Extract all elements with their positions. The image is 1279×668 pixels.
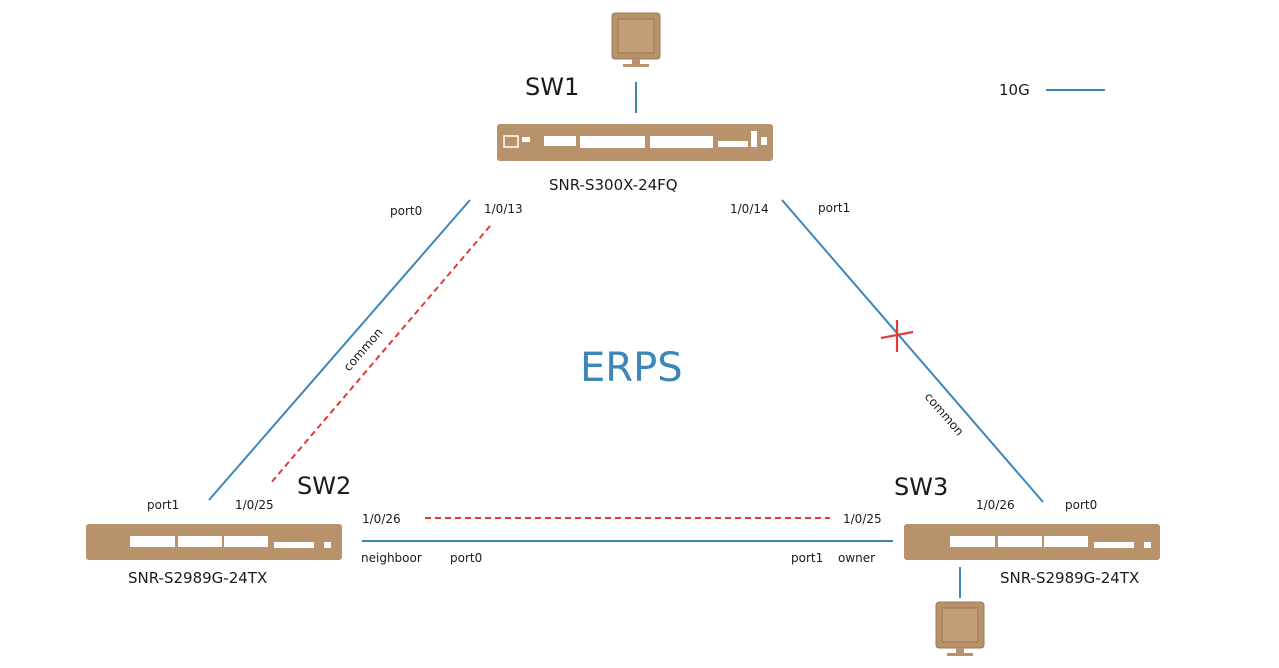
switch-ports	[950, 536, 1151, 548]
switch-name: SW3	[894, 473, 948, 501]
blocked-port-x-icon	[880, 320, 914, 352]
sw2-port-role-label: port1	[147, 498, 179, 512]
switch-ports	[130, 536, 331, 548]
legend: 10G	[999, 81, 1105, 99]
sw2-ring-port-label: port0	[450, 551, 482, 565]
link-sw1-sw2	[208, 199, 471, 501]
switch-model: SNR-S2989G-24TX	[128, 569, 267, 587]
pc-monitor-icon	[611, 12, 661, 67]
pc-monitor-icon	[935, 601, 985, 656]
legend-label: 10G	[999, 81, 1030, 99]
sw2-ring-role-label: neighboor	[361, 551, 422, 565]
blocked-path-sw1-sw2	[269, 225, 491, 485]
sw1-port-number-label: 1/0/14	[730, 202, 769, 216]
sw2-port-number-label: 1/0/26	[362, 512, 401, 526]
switch-sw3: SW3 SNR-S2989G-24TX	[894, 473, 1160, 587]
link-type-label: common	[341, 325, 386, 374]
switch-model: SNR-S2989G-24TX	[1000, 569, 1139, 587]
sw1-port-number-label: 1/0/13	[484, 202, 523, 216]
ring-label: ERPS	[580, 345, 683, 391]
sw1-port-role-label: port1	[818, 201, 850, 215]
link-type-label: common	[922, 390, 967, 439]
switch-ports	[503, 131, 767, 148]
sw3-port-number-label: 1/0/25	[843, 512, 882, 526]
switch-model: SNR-S300X-24FQ	[549, 176, 678, 194]
switch-name: SW2	[297, 472, 351, 500]
switch-sw1: SW1 SNR-S300X-24FQ	[497, 73, 773, 194]
switch-sw2: SW2 SNR-S2989G-24TX	[86, 472, 351, 587]
sw3-port-role-label: port0	[1065, 498, 1097, 512]
sw3-ring-role-label: owner	[838, 551, 875, 565]
sw1-port-role-label: port0	[390, 204, 422, 218]
sw3-port-number-label: 1/0/26	[976, 498, 1015, 512]
link-sw1-sw3	[781, 199, 1044, 503]
sw3-ring-port-label: port1	[791, 551, 823, 565]
switch-name: SW1	[525, 73, 579, 101]
links	[208, 82, 1044, 598]
sw2-port-number-label: 1/0/25	[235, 498, 274, 512]
